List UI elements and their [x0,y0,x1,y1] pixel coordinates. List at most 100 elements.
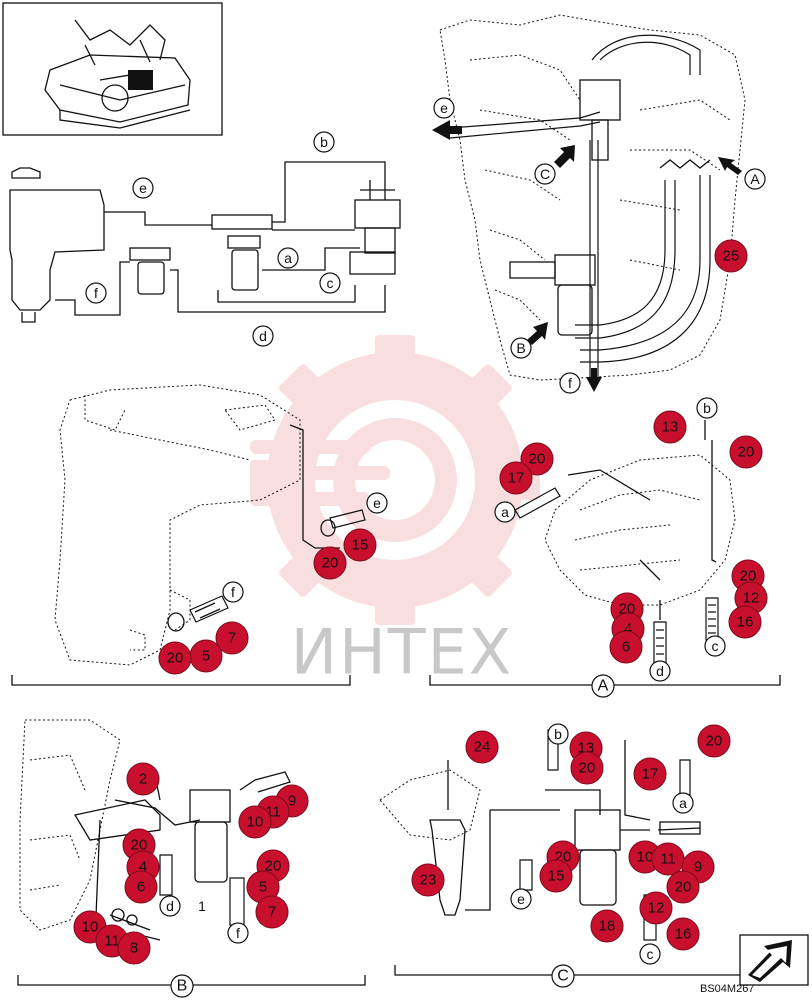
letter-label: d [656,663,664,679]
part-callout: 7 [215,621,249,655]
fuel-schematic [9,161,401,323]
letter-marker: c [704,635,726,657]
part-callout: 20 [697,724,731,758]
callout-number: 20 [706,733,723,750]
letter-label: e [139,180,147,196]
callout-number: 5 [259,879,267,896]
callout-number: 10 [247,814,264,831]
letter-label: a [501,504,509,520]
part-callout: 11 [651,842,685,876]
callout-bubble [520,442,554,476]
callout-number: 20 [738,444,755,461]
callout-bubble [117,931,151,965]
letter-marker: e [132,177,154,199]
callout-number: 8 [130,940,138,957]
callout-number: 2 [139,771,147,788]
part-callout: 20 [122,828,156,862]
letter-circle [132,177,154,199]
callout-number: 4 [139,859,147,876]
watermark-text: ИНТЕХ [291,616,514,689]
part-callout: 15 [343,528,377,562]
callout-number: 20 [740,568,757,585]
callout-number: 20 [322,555,339,572]
letter-label: f [236,925,240,941]
callout-bubble [126,762,160,796]
letter-circle [252,325,274,347]
callout-number: 7 [228,630,236,647]
view-caption-b-text: B [177,978,188,995]
callout-bubble [570,751,604,785]
letter-label: A [750,171,760,187]
letter-label: e [440,100,448,116]
callout-bubble [158,641,192,675]
letter-circle [649,660,671,682]
callout-number: 11 [104,933,120,950]
part-callout: 13 [653,410,687,444]
callout-number: 4 [624,621,632,638]
callout-number: 15 [548,868,565,885]
callout-number: 9 [694,859,702,876]
callout-bubble [215,621,249,655]
part-callout: 2 [126,762,160,796]
callout-bubble [633,757,667,791]
callout-bubble [639,891,673,925]
letter-marker: a [494,501,516,523]
callout-number: 20 [265,858,282,875]
letter-marker: e [433,97,455,119]
letter-circle [433,97,455,119]
letter-marker: f [227,922,249,944]
callout-number: 24 [474,739,491,756]
callout-bubble [343,528,377,562]
callout-number: 20 [131,837,148,854]
letter-marker: e [510,888,532,910]
letter-circle [366,492,388,514]
view-caption-c: C [551,964,575,988]
callout-bubble [124,870,158,904]
letter-circle [639,943,661,965]
letter-label: C [540,166,550,182]
part-callout: 17 [633,757,667,791]
callout-number: 12 [743,590,760,607]
callout-bubble [653,410,687,444]
callout-number: 15 [352,537,369,554]
part-callout: 20 [158,641,192,675]
letter-marker: C [534,163,556,185]
letter-label: f [568,375,572,391]
callout-bubble [590,909,624,943]
engine-main-view [439,14,746,381]
part-callout: 23 [411,863,445,897]
letter-marker: c [639,943,661,965]
letter-circle [277,247,299,269]
callout-number: 5 [202,648,210,665]
letter-circle [672,792,694,814]
callout-bubble [697,724,731,758]
letter-circle [547,723,569,745]
view-caption-a-text: A [598,678,609,695]
letter-label: f [231,584,235,600]
part-label-1: 1 [198,898,206,914]
callout-bubble [238,805,272,839]
letter-circle [313,131,335,153]
callout-bubble [313,546,347,580]
letter-marker: b [547,723,569,745]
watermark-gear-icon [250,335,540,625]
callout-number: 10 [82,919,99,936]
letter-circle [319,272,341,294]
letter-marker: b [313,131,335,153]
letter-label: c [712,638,719,654]
part-callout: 20 [729,435,763,469]
callout-bubble [714,239,748,273]
letter-label: d [259,328,267,344]
drawing-code: BS04M267 [700,983,754,995]
next-page-arrow-icon[interactable] [739,934,809,986]
letter-circle [85,282,107,304]
letter-label: a [679,795,687,811]
part-callout: 20 [520,442,554,476]
view-b [17,719,366,986]
letter-circle [510,888,532,910]
letter-marker: f [85,282,107,304]
part-callout: 15 [539,859,573,893]
letter-label: b [320,134,328,150]
